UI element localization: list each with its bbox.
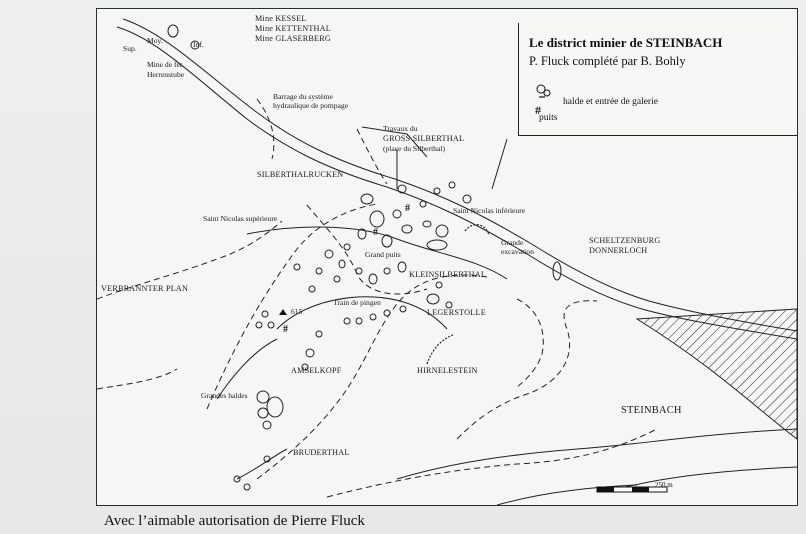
mining-dumps xyxy=(167,24,562,491)
summit-icon xyxy=(279,309,287,315)
svg-text:#: # xyxy=(373,227,378,238)
label-scheltzenburg: SCHELTZENBURG xyxy=(589,236,661,245)
label-mine-kettenthal: Mine KETTENTHAL xyxy=(255,24,331,33)
label-mine-de-fer: Mine de fer xyxy=(147,60,183,69)
label-steinbach: STEINBACH xyxy=(621,405,682,416)
label-barrage-1: Barrage du système xyxy=(273,92,333,101)
map-drawing: # # # xyxy=(97,18,797,505)
label-saint-nicolas-sup: Saint Nicolas supérieure xyxy=(203,214,278,223)
label-grande-excavation-2: excavation xyxy=(501,247,534,256)
label-grandes-haldes: Grandes haldes xyxy=(201,391,248,400)
svg-text:#: # xyxy=(405,203,410,214)
scale-bar xyxy=(596,486,668,493)
label-travaux-2: GROSS SILBERTHAL xyxy=(383,134,465,143)
label-hirnelestein: HIRNELESTEIN xyxy=(417,366,478,375)
label-travaux-3: (place du Silberthal) xyxy=(383,144,445,153)
label-herrenstube: Herrenstube xyxy=(147,70,185,79)
hirnelestein-hachures xyxy=(426,334,454,365)
legend-authors: P. Fluck complété par B. Bohly xyxy=(529,54,686,68)
valley-road xyxy=(116,18,797,340)
label-mine-kessel: Mine KESSEL xyxy=(255,14,307,23)
label-615: 615 xyxy=(291,307,303,316)
legend-puits-label: puits xyxy=(539,113,558,123)
label-kleinsilberthal: KLEINSILBERTHAL xyxy=(409,270,487,279)
excavation-arc xyxy=(464,224,490,236)
label-grand-puits: Grand puits xyxy=(365,250,401,259)
label-bruderthal: BRUDERTHAL xyxy=(293,448,350,457)
dashed-boundaries xyxy=(97,98,658,498)
label-inf: Inf. xyxy=(193,40,204,49)
image-credit: Avec l’aimable autorisation de Pierre Fl… xyxy=(104,513,365,529)
label-train-de-pingen: Train de pingen xyxy=(333,298,381,307)
legend-box: Le district minier de STEINBACH P. Fluck… xyxy=(518,23,797,136)
shaft-symbols: # # # xyxy=(283,203,410,335)
label-saint-nicolas-inf: Saint Nicolas inférieure xyxy=(453,206,526,215)
svg-text:#: # xyxy=(283,324,288,335)
hatched-area xyxy=(635,308,797,440)
label-silberthalrucken: SILBERTHALRUCKEN xyxy=(257,170,344,179)
label-moy: Moy. xyxy=(147,36,163,45)
legend-halde-label: halde et entrée de galerie xyxy=(563,97,658,107)
map-frame: # # # Mine KESSEL Mine KETTENTHAL Mine G… xyxy=(96,8,798,506)
puits-symbol-icon: # xyxy=(535,103,541,117)
halde-symbol-icon xyxy=(536,84,551,98)
label-travaux-1: Travaux du xyxy=(383,124,418,133)
label-sup: Sup. xyxy=(123,44,137,53)
legend-title: Le district minier de STEINBACH xyxy=(529,35,723,50)
label-mine-glaserberg: Mine GLASERBERG xyxy=(255,34,332,43)
streams xyxy=(396,428,797,505)
label-verbrannter-plan: VERBRANNTER PLAN xyxy=(101,284,189,293)
scale-label: 250 m xyxy=(655,481,673,489)
label-grande-excavation-1: Grande xyxy=(501,238,524,247)
label-legerstolle: LEGERSTOLLE xyxy=(427,308,486,317)
boundary-lines xyxy=(216,126,508,480)
label-donnerloch: DONNERLOCH xyxy=(589,246,648,255)
label-barrage-2: hydraulique de pompage xyxy=(273,101,349,110)
label-amselkopf: AMSELKOPF xyxy=(291,366,342,375)
